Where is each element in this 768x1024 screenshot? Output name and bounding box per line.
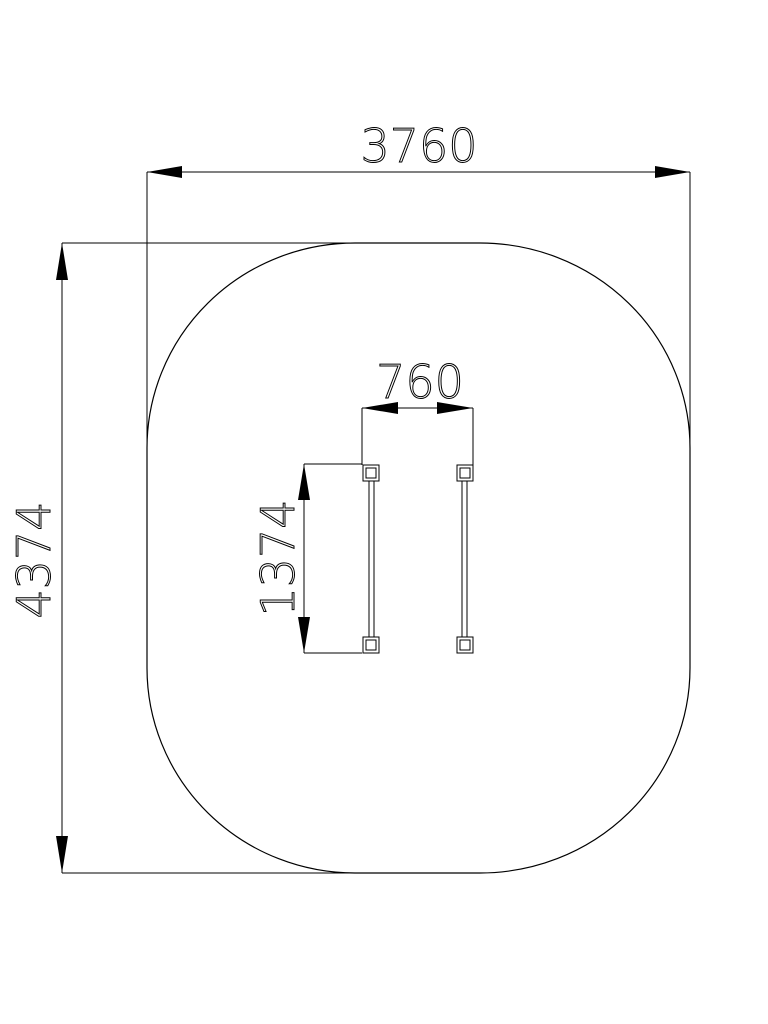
right-bottom-post-inner (459, 639, 471, 651)
spacing-arrow-right (437, 402, 473, 414)
bar-length-label: 1374 (251, 499, 305, 616)
left-bottom-post-inner (365, 639, 377, 651)
height-arrow-bottom (56, 836, 68, 873)
spacing-arrow-left (362, 402, 398, 414)
width-arrow-left (147, 166, 182, 178)
bar-arrow-top (298, 464, 310, 500)
left-top-post-inner (365, 467, 377, 479)
spacing-dimension: 760 (361, 355, 474, 465)
width-dimension-label: 3760 (360, 119, 477, 173)
width-dimension: 3760 (146, 119, 691, 448)
right-bar-assembly (456, 464, 474, 654)
bar-arrow-bottom (298, 617, 310, 653)
left-bar-assembly (362, 464, 380, 654)
spacing-dimension-label: 760 (376, 355, 464, 409)
right-top-post-inner (459, 467, 471, 479)
width-arrow-right (655, 166, 690, 178)
height-dimension-label: 4374 (7, 501, 61, 618)
safety-zone-outline (146, 242, 691, 874)
height-arrow-top (56, 243, 68, 280)
height-dimension: 4374 (7, 242, 355, 874)
bar-length-dimension: 1374 (251, 463, 362, 654)
